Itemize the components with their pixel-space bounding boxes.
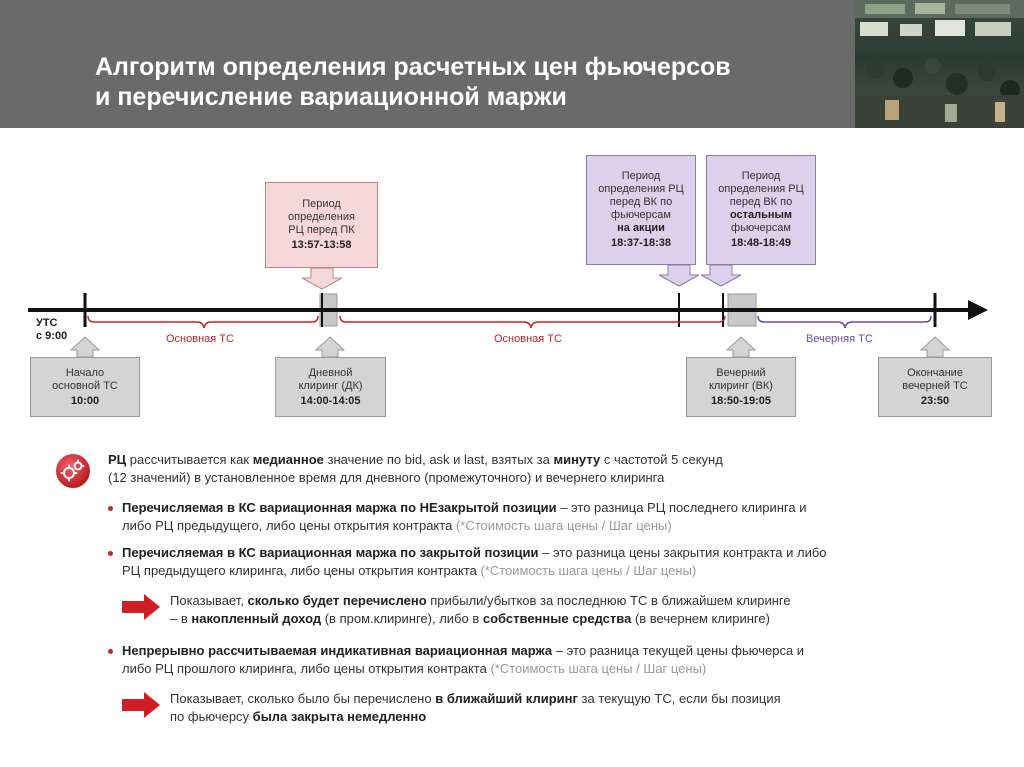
timeline-arrowhead bbox=[968, 300, 988, 320]
vk-other-period-emphasis: остальным bbox=[729, 209, 793, 221]
bullet-closed-position: Перечисляемая в КС вариационная маржа по… bbox=[122, 544, 1002, 580]
bullet-dot-1 bbox=[108, 506, 113, 511]
note-1-emphasis-2: накопленный доход bbox=[191, 611, 322, 626]
utc-time-label: с 9:00 bbox=[36, 330, 68, 342]
bullet-1-formula: (*Стоимость шага цены / Шаг цены) bbox=[455, 518, 672, 533]
bullet-unclosed-position: Перечисляемая в КС вариационная маржа по… bbox=[122, 499, 1002, 535]
bullet-1-line-2: либо РЦ предыдущего, либо цены открытия … bbox=[122, 518, 456, 533]
note-1-text-1: Показывает, bbox=[170, 593, 248, 608]
arrow-up-vk bbox=[725, 336, 757, 358]
bullet-dot-2 bbox=[108, 551, 113, 556]
vk-other-period-text-2: фьючерсам bbox=[731, 222, 791, 234]
note-settlement-info: Показывает, сколько будет перечислено пр… bbox=[170, 592, 970, 628]
arrow-up-start bbox=[69, 336, 101, 358]
note-1-emphasis-1: сколько будет перечислено bbox=[247, 593, 427, 608]
slide-title: Алгоритм определения расчетных цен фьюче… bbox=[95, 52, 855, 112]
main-session-start-text: Начало основной ТС bbox=[52, 366, 118, 392]
red-arrow-icon-1 bbox=[122, 594, 160, 620]
rc-description-line-1: РЦ рассчитывается как медианное значение… bbox=[108, 451, 978, 469]
pk-price-period-box: Период определения РЦ перед ПК 13:57-13:… bbox=[265, 182, 378, 268]
title-line-1: Алгоритм определения расчетных цен фьюче… bbox=[95, 53, 731, 81]
pk-period-time: 13:57-13:58 bbox=[291, 239, 352, 251]
bullet-3-line-2: либо РЦ прошлого клиринга, либо цены отк… bbox=[122, 661, 491, 676]
evening-session-end-box: Окончание вечерней ТС 23:50 bbox=[878, 357, 992, 417]
note-2-text-2: за текущую ТС, если бы позиция bbox=[577, 691, 781, 706]
vk-shares-period-time: 18:37-18:38 bbox=[611, 237, 671, 249]
bullet-dot-3 bbox=[108, 649, 113, 654]
rc-text-3: с частотой 5 секунд bbox=[600, 452, 723, 467]
rc-text-1: рассчитывается как bbox=[126, 452, 253, 467]
evening-clearing-text: Вечерний клиринг (ВК) bbox=[709, 366, 773, 392]
note-1-text-5: (в вечернем клиринге) bbox=[631, 611, 770, 626]
day-clearing-text: Дневной клиринг (ДК) bbox=[298, 366, 363, 392]
utc-label: УТС bbox=[36, 317, 58, 329]
evening-session-label: Вечерняя ТС bbox=[806, 333, 873, 345]
rc-text-2: значение по bid, ask и last, взятых за bbox=[323, 452, 554, 467]
arrow-down-pk bbox=[301, 267, 343, 290]
vk-shares-period-emphasis: на акции bbox=[617, 222, 665, 234]
gears-icon bbox=[56, 454, 90, 488]
arrow-down-vk-shares bbox=[658, 264, 700, 287]
vk-other-period-time: 18:48-18:49 bbox=[731, 237, 791, 249]
note-indicative-info: Показывает, сколько было бы перечислено … bbox=[170, 690, 970, 726]
main-session-label-1: Основная ТС bbox=[166, 333, 234, 345]
note-1-text-2: прибыли/убытков за последнюю ТС в ближай… bbox=[426, 593, 791, 608]
trading-floor-photo bbox=[855, 0, 1024, 128]
main-session-brace-2 bbox=[339, 315, 726, 329]
rc-term: РЦ bbox=[108, 452, 127, 467]
note-2-text-3: по фьючерсу bbox=[170, 709, 253, 724]
note-1-emphasis-3: собственные средства bbox=[482, 611, 632, 626]
bullet-3-term: Непрерывно рассчитываемая индикативная в… bbox=[122, 643, 553, 658]
rc-description-line-2: (12 значений) в установленное время для … bbox=[108, 470, 665, 485]
evening-clearing-box: Вечерний клиринг (ВК) 18:50-19:05 bbox=[686, 357, 796, 417]
bullet-3-formula: (*Стоимость шага цены / Шаг цены) bbox=[490, 661, 707, 676]
evening-session-end-text: Окончание вечерней ТС bbox=[902, 366, 968, 392]
main-session-start-box: Начало основной ТС 10:00 bbox=[30, 357, 140, 417]
main-session-brace-1 bbox=[87, 315, 319, 329]
evening-session-brace bbox=[757, 315, 932, 329]
rc-description: РЦ рассчитывается как медианное значение… bbox=[108, 451, 978, 487]
title-line-2: и перечисление вариационной маржи bbox=[95, 83, 567, 111]
trading-start-label: УТС с 9:00 bbox=[36, 317, 67, 343]
note-2-emphasis-2: была закрыта немедленно bbox=[252, 709, 427, 724]
evening-session-end-time: 23:50 bbox=[920, 394, 950, 407]
bullet-2-formula: (*Стоимость шага цены / Шаг цены) bbox=[480, 563, 697, 578]
arrow-up-end bbox=[919, 336, 951, 358]
bullet-2-text: – это разница цены закрытия контракта и … bbox=[538, 545, 827, 560]
arrow-up-dk bbox=[314, 336, 346, 358]
timeline-graphic bbox=[28, 264, 988, 358]
note-2-emphasis-1: в ближайший клиринг bbox=[435, 691, 578, 706]
note-2-text-1: Показывает, сколько было бы перечислено bbox=[170, 691, 436, 706]
pk-period-text: Период определения РЦ перед ПК bbox=[288, 198, 355, 236]
note-1-text-3: – в bbox=[170, 611, 192, 626]
note-1-text-4: (в пром.клиринге), либо в bbox=[321, 611, 483, 626]
rc-median-term: медианное bbox=[252, 452, 324, 467]
header-bar bbox=[0, 0, 1024, 128]
vk-shares-price-period-box: Период определения РЦ перед ВК по фьючер… bbox=[586, 155, 696, 265]
bullet-1-term: Перечисляемая в КС вариационная маржа по… bbox=[122, 500, 557, 515]
bullet-1-text: – это разница РЦ последнего клиринга и bbox=[556, 500, 807, 515]
red-arrow-icon-2 bbox=[122, 692, 160, 718]
bullet-3-text: – это разница текущей цены фьючерса и bbox=[552, 643, 805, 658]
bullet-2-term: Перечисляемая в КС вариационная маржа по… bbox=[122, 545, 539, 560]
vk-shares-period-text: Период определения РЦ перед ВК по фьючер… bbox=[598, 170, 684, 221]
main-session-start-time: 10:00 bbox=[70, 394, 100, 407]
main-session-label-2: Основная ТС bbox=[494, 333, 562, 345]
bullet-indicative-margin: Непрерывно рассчитываемая индикативная в… bbox=[122, 642, 1002, 678]
arrow-down-vk-other bbox=[700, 264, 742, 287]
day-clearing-box: Дневной клиринг (ДК) 14:00-14:05 bbox=[275, 357, 386, 417]
vk-other-period-text: Период определения РЦ перед ВК по bbox=[718, 170, 804, 208]
bullet-2-line-2: РЦ предыдущего клиринга, либо цены откры… bbox=[122, 563, 481, 578]
day-clearing-time: 14:00-14:05 bbox=[300, 394, 361, 407]
rc-minute-term: минуту bbox=[553, 452, 601, 467]
vk-other-price-period-box: Период определения РЦ перед ВК по осталь… bbox=[706, 155, 816, 265]
evening-clearing-time: 18:50-19:05 bbox=[711, 394, 771, 407]
